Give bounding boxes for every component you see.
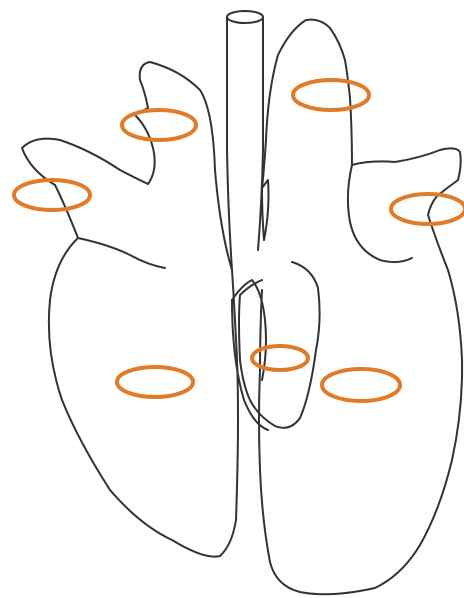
marker-far-right-lobe xyxy=(391,194,464,224)
marker-upper-right-lobe xyxy=(293,80,369,110)
marker-lower-right-lobe xyxy=(322,369,400,401)
trachea xyxy=(227,11,263,270)
marker-lower-left-lobe xyxy=(117,367,193,397)
marker-upper-left-lobe xyxy=(122,110,196,140)
marker-far-left-lobe xyxy=(14,180,90,210)
